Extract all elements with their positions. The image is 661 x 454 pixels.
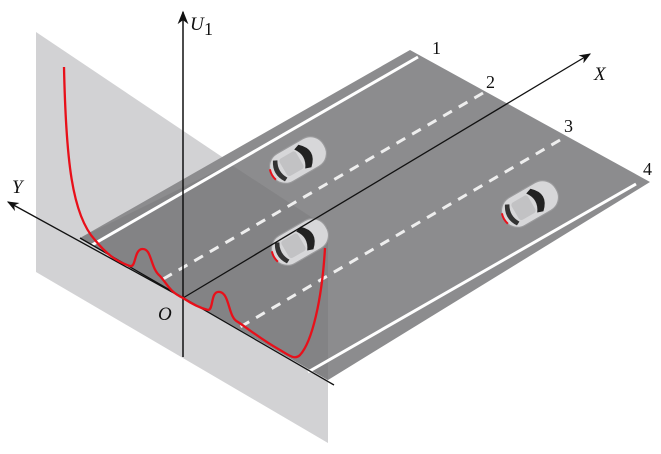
lane-line-label-2: 2	[486, 72, 495, 92]
origin-label: O	[158, 304, 172, 325]
lane-line-label-3: 3	[564, 116, 573, 136]
lane-line-4	[307, 182, 637, 374]
u-axis-label: U	[190, 14, 205, 35]
lane-line-1	[91, 55, 419, 247]
lane-line-3	[234, 138, 561, 332]
lane-line-label-1: 1	[432, 38, 441, 58]
y-axis	[6, 201, 184, 299]
x-axis-label: X	[593, 64, 607, 85]
y-axis-label: Y	[12, 177, 25, 198]
road-behind-plane	[80, 164, 328, 380]
potential-field-curve	[62, 66, 327, 359]
x-axis	[182, 53, 592, 299]
lane-line-2	[157, 91, 484, 284]
u-axis-subscript: 1	[204, 19, 213, 39]
lane-line-label-4: 4	[643, 159, 652, 179]
